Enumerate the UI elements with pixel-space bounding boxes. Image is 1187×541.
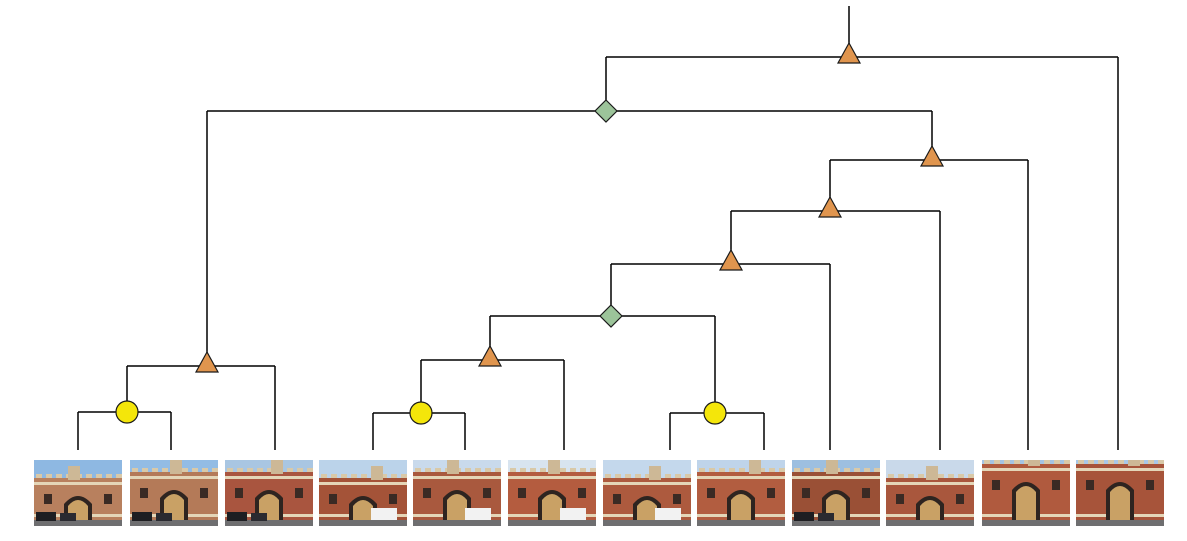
triangle-node [718,248,744,271]
tree-nodes [115,41,945,425]
photo-thumbnail-castle-gate-dark-cars [792,460,880,526]
photo-thumbnail-castle-gate-with-van [413,460,501,526]
tree-edges [77,6,1119,450]
triangle-node [194,350,220,373]
photo-thumbnail-castle-corner-tower [1076,460,1164,526]
photo-thumbnail-castle-gate-closeup [697,460,785,526]
photo-thumbnail-castle-gate-closeup [508,460,596,526]
triangle-node [919,144,945,167]
photo-thumbnail-castle-arch-detail [982,460,1070,526]
photo-thumbnail-castle-tower-rose-window [886,460,974,526]
photo-thumbnail-castle-gate-arch [225,460,313,526]
photo-thumbnail-castle-facade-street-wide [130,460,218,526]
circle-node [703,401,727,425]
circle-node [115,400,139,424]
diamond-node [594,99,618,123]
triangle-node [817,195,843,218]
photo-thumbnail-castle-facade-street-wide [34,460,122,526]
photo-thumbnail-castle-gate-with-van [319,460,407,526]
photo-thumbnail-castle-gate-closeup [603,460,691,526]
triangle-node [477,344,503,367]
triangle-node [836,41,862,64]
circle-node [409,401,433,425]
diamond-node [599,304,623,328]
